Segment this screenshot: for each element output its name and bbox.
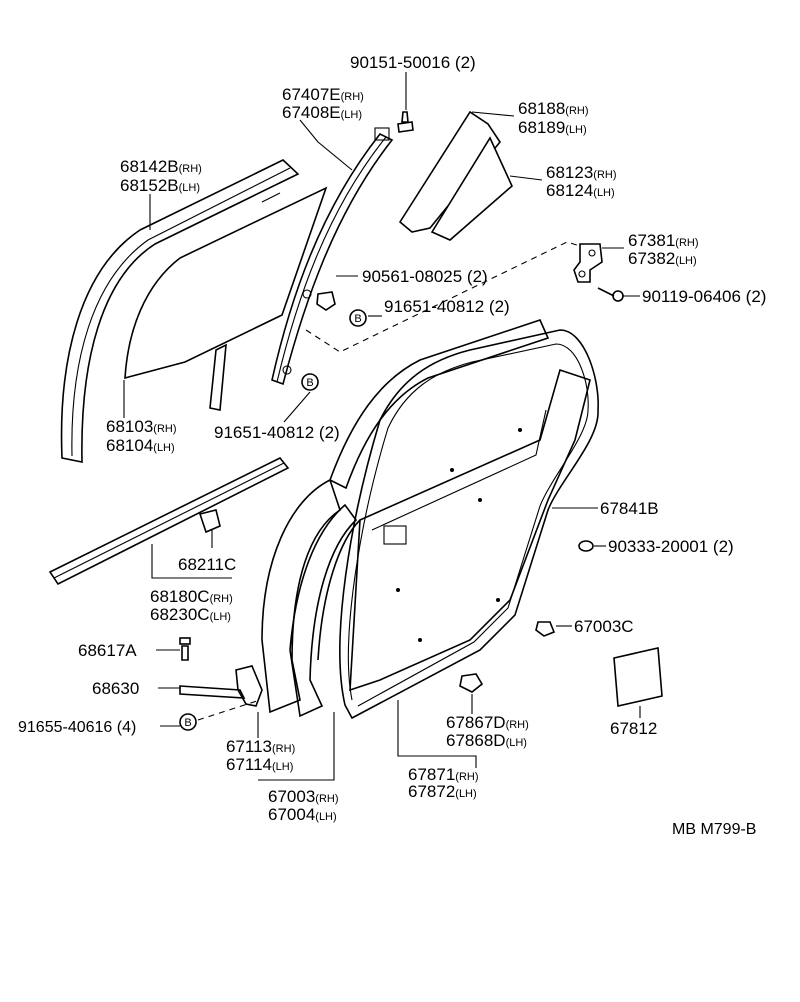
door-shell	[261, 319, 591, 718]
part-label: 67841B	[600, 499, 659, 518]
part-label: 68103(RH)	[106, 417, 177, 436]
part-label: 67408E(LH)	[282, 103, 362, 122]
part-label: 67382(LH)	[628, 249, 697, 268]
part-label: 67113(RH)	[226, 737, 295, 756]
part-label: 68180C(RH)	[150, 587, 233, 606]
part-label: 90333-20001 (2)	[608, 537, 734, 556]
reference-code: MB M799-B	[672, 821, 756, 838]
window-run-channel	[60, 159, 300, 463]
service-hole-pad	[613, 647, 663, 707]
bolt-marker-lower: B	[301, 373, 319, 391]
part-label: 68152B(LH)	[120, 176, 200, 195]
part-label: 67867D(RH)	[446, 713, 529, 732]
part-label: 67003(RH)	[268, 787, 339, 806]
belt-moulding	[48, 456, 290, 586]
part-label: 91651-40812 (2)	[384, 297, 510, 316]
part-label: 67004(LH)	[268, 805, 337, 824]
part-label: 68230C(LH)	[150, 605, 231, 624]
part-label: 67381(RH)	[628, 231, 699, 250]
door-glass	[124, 186, 328, 411]
bolt-marker-letter: B	[184, 717, 191, 729]
part-label: 68617A	[78, 641, 137, 660]
hinge-pin	[179, 637, 191, 661]
hinge-line	[197, 699, 261, 721]
bracket	[573, 243, 603, 283]
clip-67003c	[535, 621, 556, 637]
part-label: 90119-06406 (2)	[642, 287, 766, 306]
part-label: 68188(RH)	[518, 99, 589, 118]
part-label: 68124(LH)	[546, 181, 615, 200]
part-label: 90151-50016 (2)	[350, 53, 476, 72]
part-label: 91651-40812 (2)	[214, 423, 340, 442]
bolt-marker-letter: B	[354, 313, 361, 325]
door-weatherstrip	[339, 329, 599, 720]
screw-top	[397, 111, 414, 133]
part-label: 68142B(RH)	[120, 157, 202, 176]
part-label: 68104(LH)	[106, 436, 175, 455]
trim-clip	[459, 673, 484, 693]
leader-lines	[123, 72, 641, 781]
bolt-right	[597, 287, 624, 302]
bolt-marker-letter: B	[306, 377, 313, 389]
part-label: 90561-08025 (2)	[362, 267, 488, 286]
part-label: 67003C	[574, 617, 634, 636]
rear-run-bar	[271, 127, 394, 386]
part-label: 67871(RH)	[408, 765, 479, 784]
part-label: 67812	[610, 719, 657, 738]
clip-screw	[316, 291, 336, 311]
part-label: 68123(RH)	[546, 163, 617, 182]
part-label: 68211C	[178, 555, 236, 574]
part-label: 67872(LH)	[408, 782, 477, 801]
part-label: 67868D(LH)	[446, 731, 527, 750]
part-label: 68189(LH)	[518, 118, 587, 137]
bolt-marker-hinge: B	[179, 713, 197, 731]
hole-plug	[578, 540, 594, 552]
belt-clip	[198, 509, 221, 534]
quarter-glass	[398, 110, 513, 241]
assembly-line	[305, 241, 581, 353]
bolt-marker-upper: B	[349, 309, 367, 327]
door-check	[179, 665, 263, 707]
part-label: 67407E(RH)	[282, 85, 364, 104]
part-label: 68630	[92, 679, 139, 698]
part-label: 67114(LH)	[226, 755, 293, 774]
part-label: 91655-40616 (4)	[18, 719, 136, 736]
